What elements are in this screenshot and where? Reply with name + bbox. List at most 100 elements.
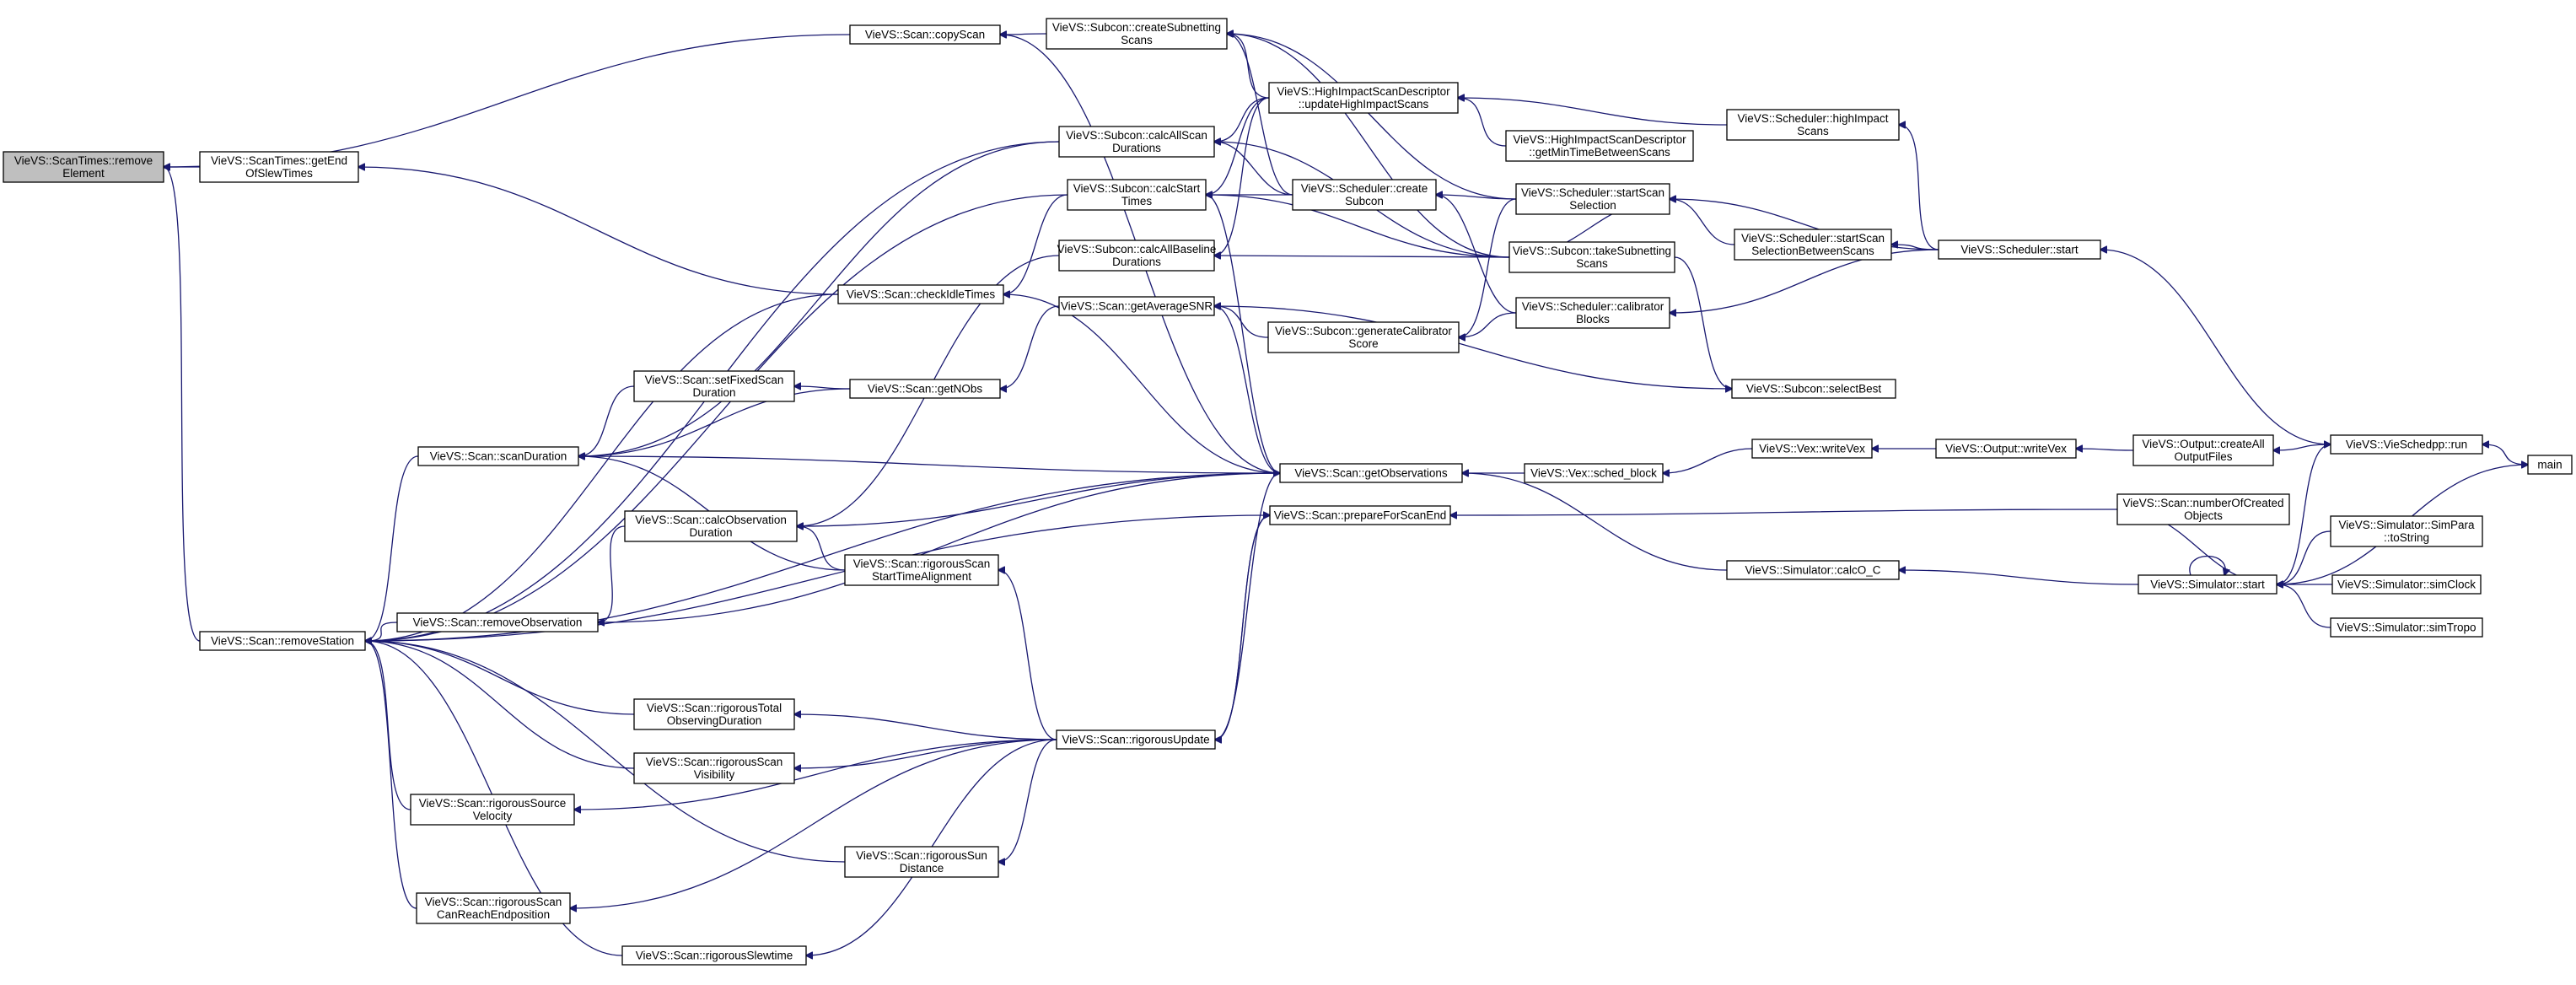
node-rigorous-align[interactable]: VieVS::Scan::rigorousScanStartTimeAlignm… [844,554,999,586]
node-label: VieVS::Scan::setFixedScan [645,374,784,386]
node-get-nobs[interactable]: VieVS::Scan::getNObs [849,379,1001,399]
node-label: ::getMinTimeBetweenScans [1529,146,1670,159]
node-label: VieVS::Scan::numberOfCreated [2122,497,2283,509]
edge-prepare-scan-end-to-remove-station [365,514,1271,641]
node-box [849,379,1001,399]
edge-remove-station-to-remove-element [164,167,201,642]
edge-num-created-to-prepare-scan-end [1450,509,2118,515]
node-rig-total[interactable]: VieVS::Scan::rigorousTotalObservingDurat… [633,698,795,730]
node-get-avg-snr[interactable]: VieVS::Scan::getAverageSNR [1058,296,1215,316]
node-sim-calc-oc[interactable]: VieVS::Simulator::calcO_C [1726,560,1900,580]
node-label: VieVS::Subcon::selectBest [1746,383,1882,396]
edge-hisd-update-to-calc-all-scan-dur [1214,97,1270,142]
node-vieschedpp-run[interactable]: VieVS::VieSchedpp::run [2330,434,2483,455]
node-remove-observation[interactable]: VieVS::Scan::removeObservation [396,612,599,632]
node-scan-duration[interactable]: VieVS::Scan::scanDuration [417,446,579,466]
edge-calc-obs-dur-to-remove-observation [598,525,626,622]
node-label: VieVS::Scan::rigorousSun [856,849,987,862]
node-label: Subcon [1345,195,1384,207]
node-prepare-scan-end[interactable]: VieVS::Scan::prepareForScanEnd [1269,505,1451,525]
edge-hisd-update-to-calc-start-times [1206,97,1270,195]
node-output-write-vex[interactable]: VieVS::Output::writeVex [1935,439,2077,459]
node-box [1734,229,1892,261]
node-check-idle[interactable]: VieVS::Scan::checkIdleTimes [837,284,1004,304]
node-label: VieVS::Output::createAll [2142,438,2264,450]
node-label: Distance [900,862,944,875]
node-select-best[interactable]: VieVS::Subcon::selectBest [1731,379,1896,399]
edge-sched-start-sel-to-gen-calibrator-score [1459,198,1517,337]
edge-calc-start-times-to-get-observations [1205,194,1280,473]
node-label: ::toString [2384,531,2429,544]
node-rig-slew[interactable]: VieVS::Scan::rigorousSlewtime [621,945,807,966]
node-box [2138,574,2278,595]
edge-create-all-output-to-output-write-vex [2076,449,2134,450]
edge-take-subnetting-to-calc-all-baseline [1214,256,1510,257]
node-sched-start[interactable]: VieVS::Scheduler::start [1938,240,2101,260]
node-label: Velocity [473,810,513,822]
node-label: Durations [1112,256,1161,268]
node-box [1292,179,1437,211]
node-label: VieVS::Simulator::SimPara [2338,519,2475,531]
node-rigorous-update[interactable]: VieVS::Scan::rigorousUpdate [1056,729,1216,750]
node-label: Duration [689,526,732,539]
edge-take-subnetting-to-create-subnetting [1227,34,1510,258]
node-rig-reach[interactable]: VieVS::Scan::rigorousScanCanReachEndposi… [416,892,571,924]
edge-check-idle-to-remove-station [365,293,839,641]
node-sim-start[interactable]: VieVS::Simulator::start [2138,574,2278,595]
node-box [633,698,795,730]
node-box [1726,560,1900,580]
edge-hisd-update-to-calc-all-baseline [1214,97,1270,256]
node-hisd-update[interactable]: VieVS::HighImpactScanDescriptor::updateH… [1268,82,1459,114]
edge-get-observations-to-scan-duration [578,456,1281,474]
node-write-vex[interactable]: VieVS::Vex::writeVex [1751,439,1873,459]
node-copy-scan[interactable]: VieVS::Scan::copyScan [849,24,1001,45]
node-label: VieVS::Scan::rigorousSlewtime [636,950,793,962]
node-box [2330,617,2483,638]
edge-rigorous-align-to-calc-obs-dur [797,526,846,571]
node-box [1751,439,1873,459]
node-label: VieVS::Scan::rigorousScan [853,557,991,570]
edge-main-to-vieschedpp-run [2482,444,2529,466]
edge-rig-reach-to-remove-station [365,641,417,909]
edge-sim-para-to-sim-start [2277,530,2331,584]
node-sim-para[interactable]: VieVS::Simulator::SimPara::toString [2330,515,2483,547]
node-remove-station[interactable]: VieVS::Scan::removeStation [199,631,366,651]
node-main[interactable]: main [2527,455,2573,475]
node-label: Objects [2184,509,2223,522]
node-sched-start-between[interactable]: VieVS::Scheduler::startScanSelectionBetw… [1734,229,1892,261]
node-hisd-min-time[interactable]: VieVS::HighImpactScanDescriptor::getMinT… [1505,130,1694,162]
node-box [1056,729,1216,750]
node-sim-tropo[interactable]: VieVS::Simulator::simTropo [2330,617,2483,638]
node-get-observations[interactable]: VieVS::Scan::getObservations [1279,463,1463,483]
node-box [1938,240,2101,260]
node-sim-clock[interactable]: VieVS::Simulator::simClock [2331,574,2482,595]
node-sched-block[interactable]: VieVS::Vex::sched_block [1524,463,1664,483]
node-box [416,892,571,924]
node-box [396,612,599,632]
edge-sched-start-sel-to-create-subnetting [1227,34,1517,200]
node-box [1726,109,1900,141]
node-box [849,24,1001,45]
node-label: ObservingDuration [667,714,762,727]
node-label: ::updateHighImpactScans [1299,98,1429,110]
edge-prepare-scan-end-to-rigorous-update [1215,514,1271,740]
